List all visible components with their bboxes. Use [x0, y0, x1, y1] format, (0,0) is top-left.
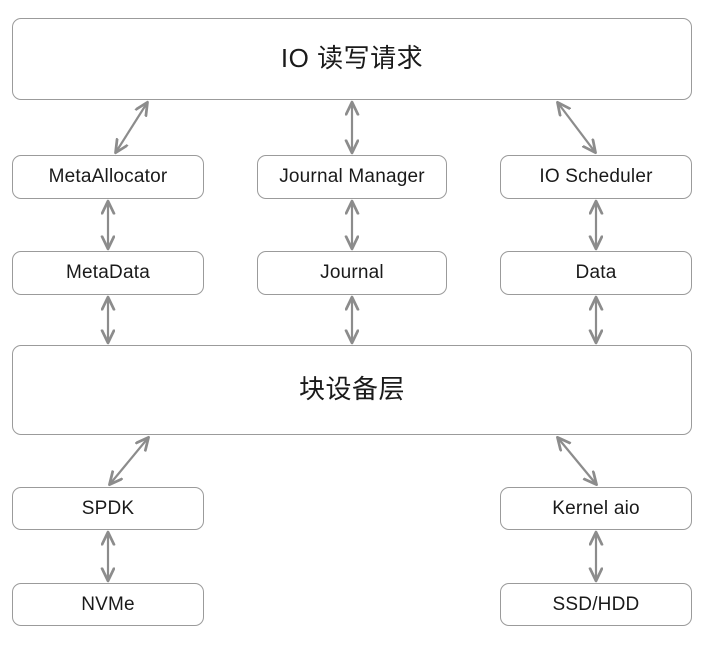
node-spdk[interactable]: SPDK [12, 487, 204, 530]
node-journal-manager[interactable]: Journal Manager [257, 155, 447, 199]
node-label-data: Data [575, 262, 617, 284]
node-label-io-scheduler: IO Scheduler [539, 166, 653, 188]
node-label-journal-manager: Journal Manager [279, 166, 425, 188]
node-label-nvme: NVMe [81, 593, 135, 615]
node-label-spdk: SPDK [81, 497, 135, 519]
node-ssd-hdd[interactable]: SSD/HDD [500, 583, 692, 626]
node-io-scheduler[interactable]: IO Scheduler [500, 155, 692, 199]
node-label-block-device: 块设备层 [298, 374, 405, 405]
arrow-io-request--io-scheduler [558, 103, 595, 152]
node-label-ssd-hdd: SSD/HDD [552, 593, 640, 615]
node-journal[interactable]: Journal [257, 251, 447, 295]
node-label-journal: Journal [320, 262, 384, 284]
node-label-kernel-aio: Kernel aio [552, 497, 640, 519]
node-nvme[interactable]: NVMe [12, 583, 204, 626]
node-label-meta-allocator: MetaAllocator [48, 166, 168, 188]
node-data[interactable]: Data [500, 251, 692, 295]
arrow-block-device--spdk [110, 438, 148, 484]
node-label-io-request: IO 读写请求 [280, 43, 424, 74]
arrow-io-request--meta-allocator [116, 103, 147, 152]
node-io-request[interactable]: IO 读写请求 [12, 18, 692, 100]
node-meta-allocator[interactable]: MetaAllocator [12, 155, 204, 199]
node-metadata[interactable]: MetaData [12, 251, 204, 295]
node-kernel-aio[interactable]: Kernel aio [500, 487, 692, 530]
arrow-block-device--kernel-aio [558, 438, 596, 484]
node-block-device[interactable]: 块设备层 [12, 345, 692, 435]
node-label-metadata: MetaData [66, 262, 150, 284]
